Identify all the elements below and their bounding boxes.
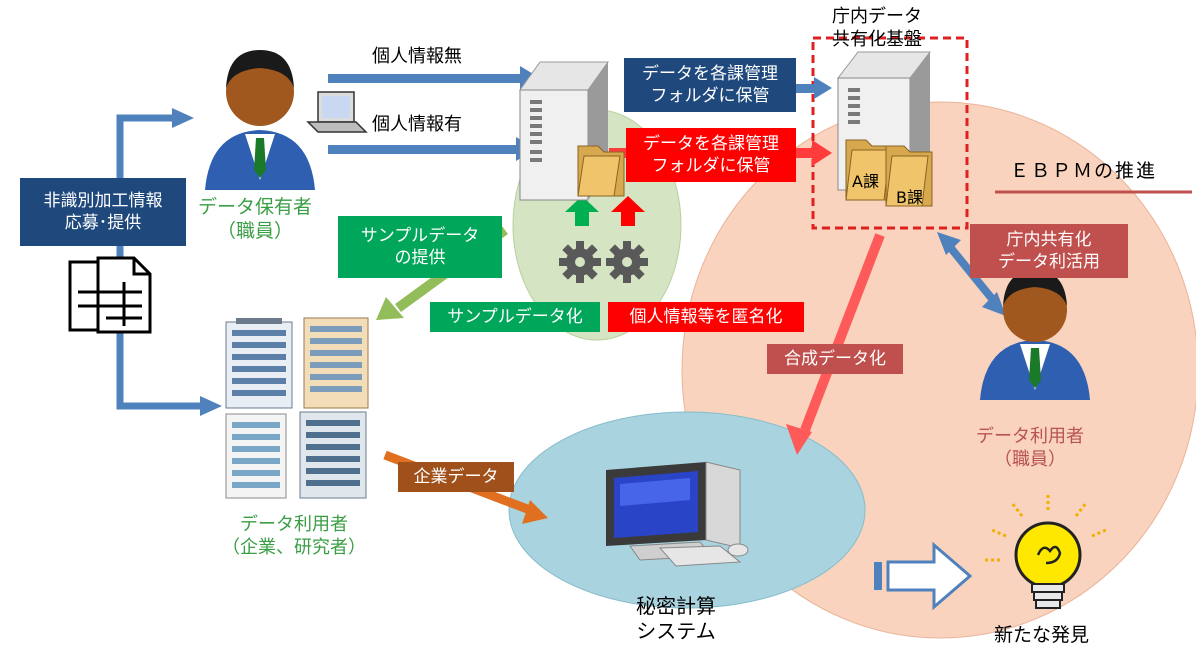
- label-discovery: 新たな発見: [994, 624, 1090, 646]
- corp-user-line1: データ利用者: [240, 514, 348, 535]
- laptop-icon: [306, 91, 368, 133]
- staff-user-line1: データ利用者: [976, 426, 1084, 447]
- computer-icon: [606, 461, 749, 567]
- discovery-arrow: [874, 541, 973, 611]
- label-kojin-ari: 個人情報有: [372, 114, 462, 135]
- sample-provide-line1: サンプルデータ: [360, 225, 480, 246]
- hishiki-line1: 非識別加工情報: [43, 190, 163, 211]
- label-corp-user: データ利用者 （企業、研究者）: [222, 514, 366, 559]
- building-icons: [225, 317, 369, 499]
- hishiki-line2: 応募･提供: [64, 213, 142, 233]
- sample-ka-box: サンプルデータ化: [430, 302, 600, 332]
- hokan-red-box: データを各課管理 フォルダに保管: [626, 128, 796, 182]
- document-icon: [68, 256, 152, 334]
- data-holder-line1: データ保有者: [198, 196, 313, 218]
- sample-ka-text: サンプルデータ化: [447, 306, 583, 327]
- gear-icons: [559, 241, 648, 283]
- hokan-blue-line2: フォルダに保管: [650, 86, 770, 106]
- shared-platform-line2: 共有化基盤: [832, 28, 922, 50]
- gousei-text: 合成データ化: [784, 348, 886, 369]
- label-folder-a: A課: [852, 172, 879, 191]
- anonymize-box: 個人情報等を匿名化: [608, 302, 804, 332]
- staff-user-line2: （職員）: [994, 448, 1066, 470]
- up-arrows: [565, 196, 645, 226]
- platform-server-icon: [836, 51, 933, 207]
- hokan-blue-line1: データを各課管理: [642, 63, 778, 84]
- share-line2: データ利活用: [998, 252, 1100, 272]
- sample-provide-box: サンプルデータ の提供: [338, 216, 502, 278]
- kigyo-box: 企業データ: [398, 462, 514, 492]
- shared-platform-line1: 庁内データ: [832, 6, 922, 27]
- secret-computation-line1: 秘密計算: [636, 594, 716, 618]
- hokan-red-line1: データを各課管理: [643, 133, 779, 154]
- sample-provide-line2: の提供: [394, 248, 446, 268]
- label-staff-user: データ利用者 （職員）: [976, 426, 1084, 471]
- hokan-red-line2: フォルダに保管: [651, 156, 771, 176]
- share-line1: 庁内共有化: [1006, 229, 1092, 250]
- person-icon-staff-user: [980, 270, 1090, 400]
- secret-computation-line2: システム: [636, 619, 716, 643]
- label-kojin-nashi: 個人情報無: [372, 46, 462, 67]
- hishiki-box: 非識別加工情報 応募･提供: [20, 178, 186, 246]
- label-folder-b: B課: [896, 188, 923, 207]
- label-data-holder: データ保有者 （職員）: [198, 196, 312, 244]
- shared-platform-box: [811, 36, 969, 230]
- data-holder-line2: （職員）: [217, 219, 294, 242]
- hokan-blue-box: データを各課管理 フォルダに保管: [624, 58, 796, 112]
- person-icon-holder: [205, 50, 315, 190]
- anonymize-text: 個人情報等を匿名化: [629, 306, 783, 327]
- gousei-box: 合成データ化: [767, 344, 903, 374]
- corp-user-line2: （企業、研究者）: [222, 536, 366, 558]
- kigyo-text: 企業データ: [413, 466, 499, 487]
- share-box: 庁内共有化 データ利活用: [970, 224, 1128, 278]
- lightbulb-icon: [985, 495, 1107, 609]
- server-icon: [519, 61, 625, 201]
- synthetic-data-arrow: [786, 233, 885, 455]
- label-ebpm: ＥＢＰＭの推進: [1010, 160, 1158, 182]
- label-secret-computation: 秘密計算 システム: [636, 594, 716, 644]
- label-shared-platform: 庁内データ 共有化基盤: [832, 6, 922, 51]
